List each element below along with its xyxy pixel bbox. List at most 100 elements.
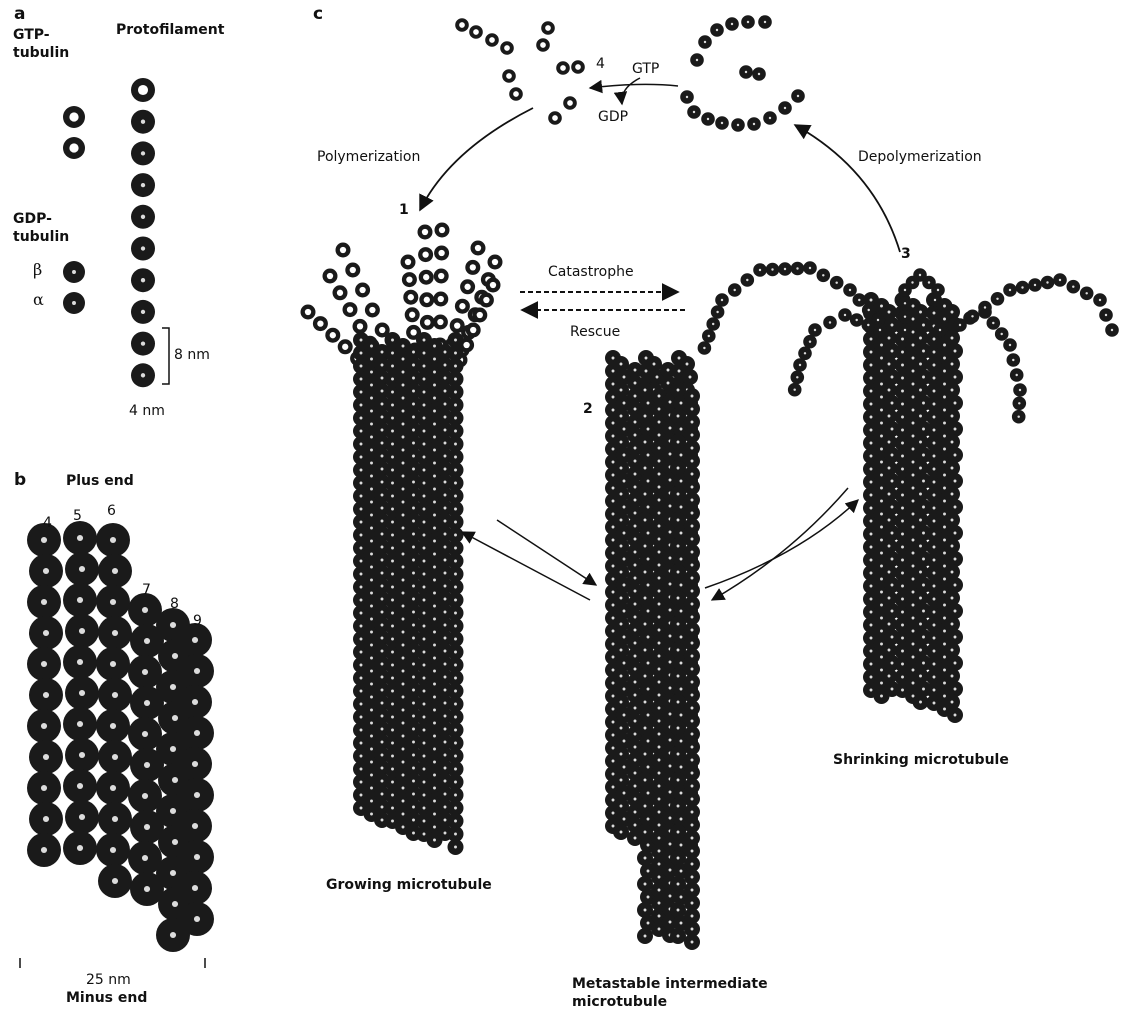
shrinking-microtubule-label: Shrinking microtubule <box>833 753 1009 767</box>
protofilament-number-4: 4 <box>43 516 52 530</box>
length-8nm-label: 8 nm <box>174 348 210 362</box>
lattice-subunit <box>65 738 99 772</box>
lattice-subunit <box>65 614 99 648</box>
peeling-protofilament <box>817 269 831 283</box>
free-tubulin-subunit <box>541 21 555 35</box>
lattice-subunit <box>63 583 97 617</box>
gdp-oligomer-subunit <box>731 118 745 132</box>
panel-letter-c: c <box>313 6 323 23</box>
lattice-subunit <box>27 709 61 743</box>
gdp-oligomer-subunit <box>778 101 792 115</box>
metastable-subunit <box>613 824 629 840</box>
gtp-cap-subunit <box>405 307 420 322</box>
peeling-protofilament <box>850 313 864 327</box>
protofilament-subunit <box>131 332 155 356</box>
polymerization-label: Polymerization <box>317 150 420 164</box>
metastable-to-growing-arrow <box>462 532 590 600</box>
lattice-subunit <box>96 771 130 805</box>
peeling-protofilament <box>995 327 1009 341</box>
lattice-subunit <box>29 678 63 712</box>
free-tubulin-subunit <box>571 60 585 74</box>
shrinking-to-metastable-arrow <box>712 488 848 600</box>
lattice-subunit <box>65 676 99 710</box>
peeling-protofilament <box>798 347 812 361</box>
gtp-cap-subunit <box>434 269 449 284</box>
gtp-cap-subunit <box>418 225 433 240</box>
step-number-2: 2 <box>583 402 593 416</box>
peeling-protofilament <box>873 323 887 337</box>
gtp-cap-subunit <box>403 290 418 305</box>
gtp-cap-subunit <box>355 283 370 298</box>
protofilament-number-6: 6 <box>107 504 116 518</box>
alpha-label: α <box>33 292 44 308</box>
peeling-protofilament <box>766 263 780 277</box>
gdp-tubulin-label-line1: GDP- <box>13 212 52 226</box>
lattice-subunit <box>96 833 130 867</box>
gdp-oligomer-subunit <box>701 112 715 126</box>
step-number-1: 1 <box>399 203 409 217</box>
peeling-protofilament <box>838 308 852 322</box>
gtp-tubulin-alpha-subunit <box>63 137 85 159</box>
gtp-cap-subunit <box>419 292 434 307</box>
protofilament-subunit <box>131 363 155 387</box>
protofilament-subunit <box>131 268 155 292</box>
lattice-subunit <box>63 769 97 803</box>
peeling-protofilament <box>741 273 755 287</box>
free-tubulin-subunit <box>556 61 570 75</box>
peeling-protofilament <box>862 303 876 317</box>
gtp-cap-subunit <box>488 255 503 270</box>
gtp-cap-subunit <box>338 339 353 354</box>
protofilament-number-7: 7 <box>142 583 151 597</box>
peeling-protofilament <box>843 283 857 297</box>
free-tubulin-subunit <box>500 41 514 55</box>
gdp-label: GDP <box>598 110 628 124</box>
gtp-cap-subunit <box>466 323 481 338</box>
peeling-protofilament <box>1007 353 1021 367</box>
lattice-subunit <box>29 616 63 650</box>
gdp-oligomer-subunit <box>715 116 729 130</box>
gdp-oligomer-subunit <box>698 35 712 49</box>
depolymerization-label: Depolymerization <box>858 150 982 164</box>
gtp-cap-subunit <box>465 260 480 275</box>
lattice-subunit <box>180 840 214 874</box>
lattice-subunit <box>63 707 97 741</box>
peeling-protofilament <box>706 317 720 331</box>
gdp-tubulin-label-line2: tubulin <box>13 230 69 244</box>
shrinking-microtubule-subunit <box>947 707 963 723</box>
peeling-protofilament <box>1099 308 1113 322</box>
protofilament-subunit <box>131 110 155 134</box>
peeling-protofilament <box>991 292 1005 306</box>
lattice-subunit <box>29 802 63 836</box>
gtp-cap-subunit <box>313 316 328 331</box>
lattice-subunit <box>29 554 63 588</box>
plus-end-label: Plus end <box>66 474 134 488</box>
gdp-oligomer-subunit <box>739 65 753 79</box>
protofilament-number-5: 5 <box>73 509 82 523</box>
gtp-tubulin-label-line2: tubulin <box>13 46 69 60</box>
peeling-protofilament <box>966 310 980 324</box>
peeling-protofilament <box>1003 283 1017 297</box>
peeling-protofilament <box>1041 276 1055 290</box>
peeling-protofilament <box>793 358 807 372</box>
gdp-oligomer-subunit <box>680 90 694 104</box>
peeling-protofilament <box>715 293 729 307</box>
gtp-cap-subunit <box>325 328 340 343</box>
panel-letter-a: a <box>14 6 25 23</box>
protofilament-label: Protofilament <box>116 23 224 37</box>
gtp-label: GTP <box>632 62 659 76</box>
lattice-subunit <box>98 864 132 898</box>
lattice-subunit <box>63 831 97 865</box>
step-number-4: 4 <box>596 57 605 71</box>
free-tubulin-subunit <box>536 38 550 52</box>
metastable-subunit <box>670 928 686 944</box>
lattice-subunit <box>180 716 214 750</box>
gdp-oligomer-subunit <box>710 23 724 37</box>
gtp-tubulin-beta-subunit <box>63 106 85 128</box>
protofilament-number-8: 8 <box>170 597 179 611</box>
peeling-protofilament <box>791 371 805 385</box>
lattice-subunit <box>98 554 132 588</box>
gtp-cap-subunit <box>434 246 449 261</box>
lattice-subunit <box>65 800 99 834</box>
gtp-cap-subunit <box>402 272 417 287</box>
metastable-subunit <box>637 928 653 944</box>
